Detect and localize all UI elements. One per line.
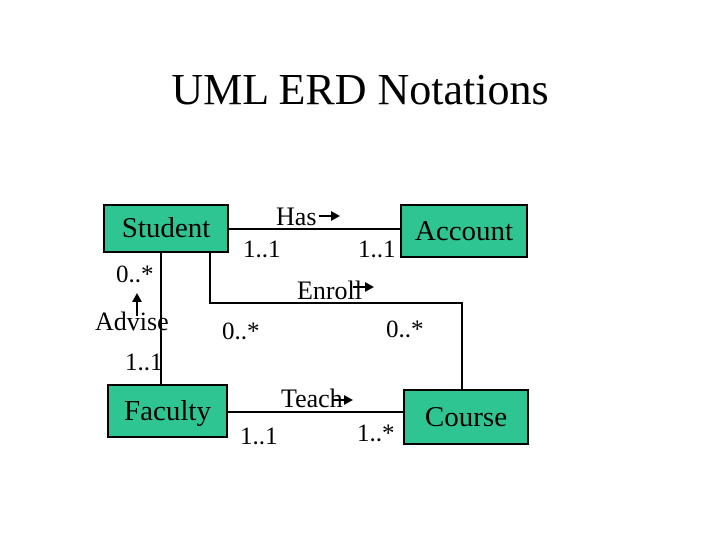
has-multiplicity-student-side: 1..1 xyxy=(243,236,281,263)
enroll-relationship-line-vertical xyxy=(461,302,463,390)
teach-relationship-line xyxy=(227,411,404,413)
teach-multiplicity-course-side: 1..* xyxy=(357,420,395,447)
teach-relationship-label: Teach xyxy=(281,384,343,413)
arrow-up-icon xyxy=(132,293,142,316)
entity-faculty-label: Faculty xyxy=(124,394,211,427)
advise-multiplicity-faculty-side: 1..1 xyxy=(125,349,163,376)
arrow-right-icon xyxy=(353,282,374,292)
entity-student-label: Student xyxy=(121,212,211,244)
entity-account-label: Account xyxy=(414,214,514,247)
teach-multiplicity-faculty-side: 1..1 xyxy=(240,423,278,450)
enroll-relationship-line-stub xyxy=(209,252,211,304)
advise-relationship-label: Advise xyxy=(95,307,169,336)
arrow-right-icon xyxy=(332,395,353,405)
advise-multiplicity-student-side: 0..* xyxy=(116,261,154,288)
page-title: UML ERD Notations xyxy=(171,65,549,114)
enroll-multiplicity-student-side: 0..* xyxy=(222,318,260,345)
entity-course: Course xyxy=(403,389,529,445)
enroll-relationship-line-horizontal xyxy=(209,302,463,304)
has-relationship-line xyxy=(227,228,401,230)
entity-course-label: Course xyxy=(424,400,508,433)
has-relationship-label: Has xyxy=(276,202,317,231)
entity-faculty: Faculty xyxy=(107,384,228,438)
has-multiplicity-account-side: 1..1 xyxy=(358,236,396,263)
advise-relationship-line xyxy=(160,252,162,384)
enroll-relationship-label: Enroll xyxy=(297,276,362,305)
entity-account: Account xyxy=(400,204,528,258)
arrow-right-icon xyxy=(319,211,340,221)
entity-student: Student xyxy=(103,204,229,253)
enroll-multiplicity-course-side: 0..* xyxy=(386,316,424,343)
